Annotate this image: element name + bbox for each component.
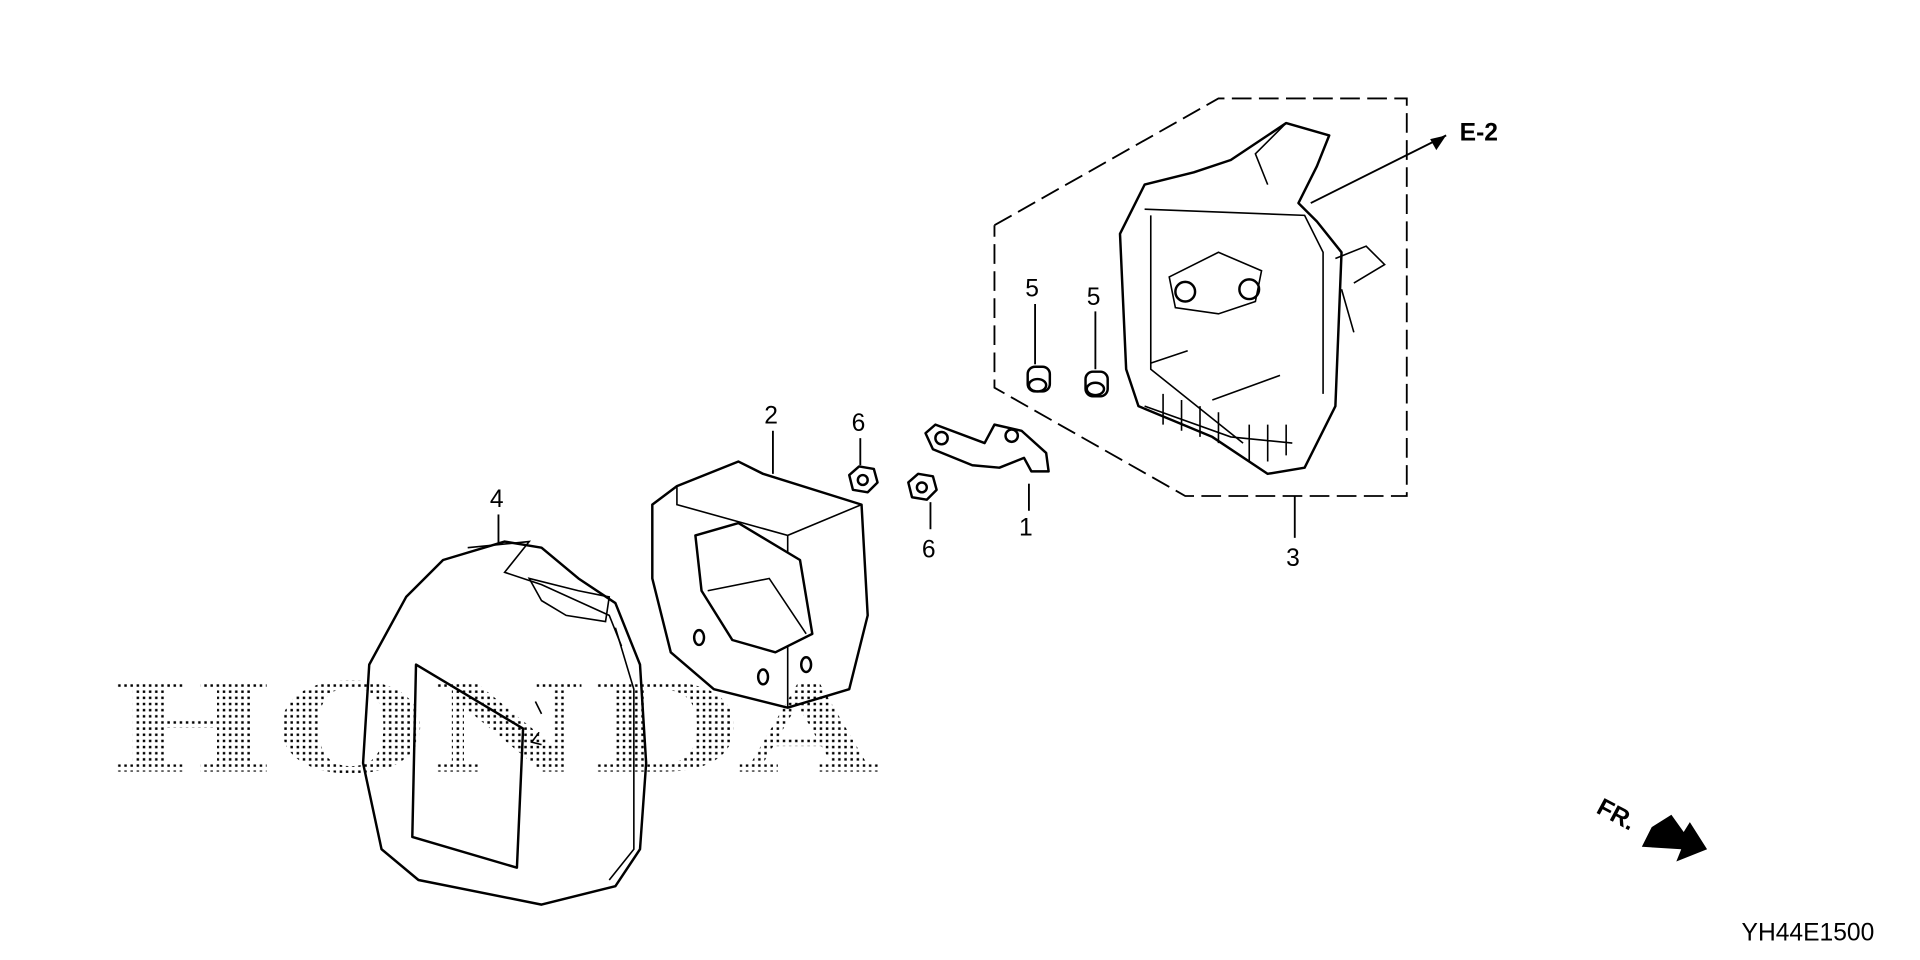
- front-label: FR.: [1592, 794, 1640, 836]
- nut-lower: [907, 472, 938, 501]
- leader-lines: [497, 134, 1447, 544]
- callout-3: 3: [1286, 545, 1300, 572]
- collar-left: [1026, 365, 1052, 393]
- diagram-code: YH44E1500: [1742, 919, 1875, 946]
- reference-e2: E-2: [1460, 119, 1498, 146]
- callout-5a: 5: [1025, 276, 1039, 303]
- callout-1: 1: [1019, 514, 1033, 541]
- callout-2: 2: [764, 402, 778, 429]
- air-cleaner-cover: [361, 540, 648, 906]
- bracket: [924, 423, 1050, 473]
- filter-element: [651, 460, 869, 709]
- nut-upper: [848, 465, 879, 494]
- collar-right: [1084, 370, 1109, 398]
- air-cleaner-case: [1118, 121, 1386, 476]
- front-arrow-icon: [1641, 814, 1708, 862]
- callout-5b: 5: [1087, 284, 1101, 311]
- front-direction-indicator: FR.: [1592, 794, 1708, 862]
- assembly-boundary: [993, 97, 1408, 497]
- callout-6b: 6: [922, 537, 936, 564]
- callout-4: 4: [490, 486, 504, 513]
- callout-6a: 6: [852, 410, 866, 437]
